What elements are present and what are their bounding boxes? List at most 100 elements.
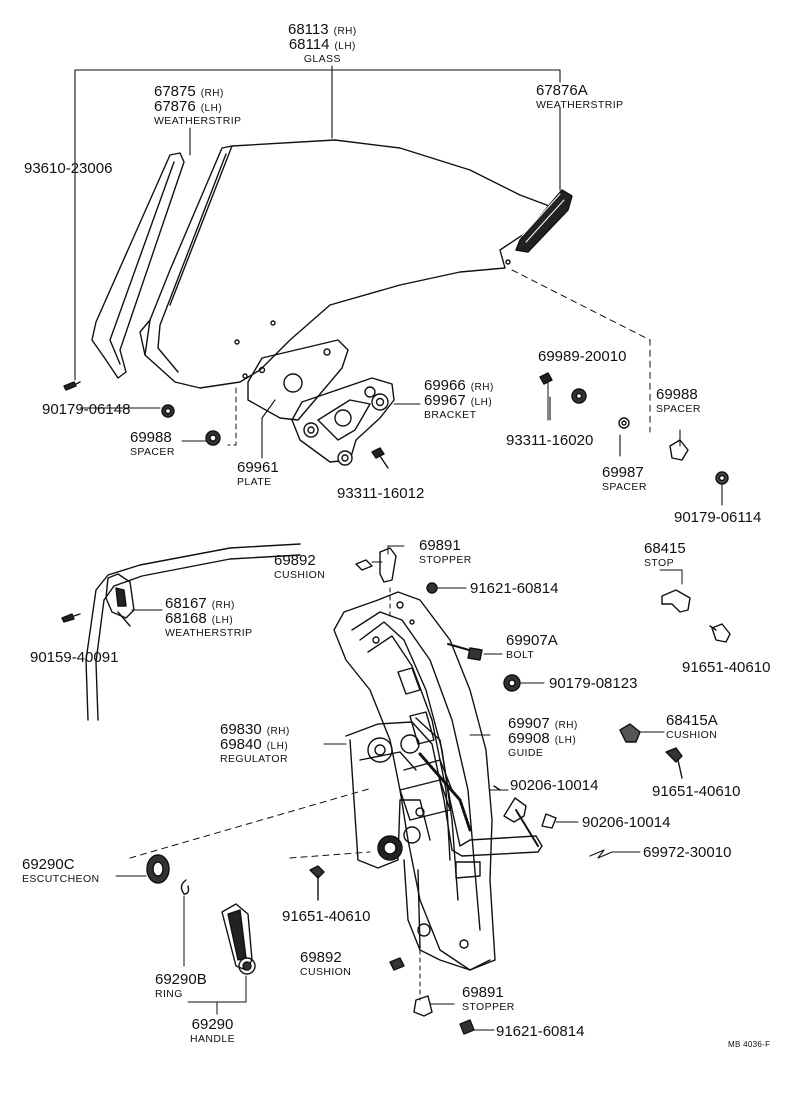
- label-91621-60814-top: 91621-60814: [470, 581, 558, 596]
- bracket: [291, 377, 395, 466]
- part-number-69966: 69966: [424, 377, 466, 394]
- lh-tag: (LH): [266, 741, 289, 752]
- front-weatherstrip: [91, 152, 185, 379]
- part-number-68114: 68114: [288, 36, 330, 53]
- part-number-90159-40091: 90159-40091: [30, 649, 119, 666]
- label-90179-06148: 90179-06148: [42, 402, 130, 417]
- part-number-69840: 69840: [220, 736, 262, 753]
- part-number-69961: 69961: [237, 459, 279, 476]
- part-number-69290b: 69290B: [155, 971, 207, 988]
- label-plate: 69961 PLATE: [237, 460, 279, 488]
- wire-69972: [589, 849, 621, 859]
- leader-lines-top: [74, 65, 723, 506]
- part-name-spacer: SPACER: [130, 446, 175, 458]
- part-number-93610-23006: 93610-23006: [24, 160, 113, 177]
- part-number-69907: 69907: [508, 715, 550, 732]
- escutcheon-ring-handle: [115, 854, 325, 1015]
- part-name-handle: HANDLE: [190, 1033, 235, 1045]
- part-number-68415: 68415: [644, 540, 686, 557]
- part-number-68113: 68113: [288, 21, 329, 38]
- label-69989-20010: 69989-20010: [538, 349, 626, 364]
- label-bolt: 69907A BOLT: [506, 633, 558, 661]
- part-number-90179-06148: 90179-06148: [42, 401, 131, 418]
- label-91621-60814-bottom: 91621-60814: [496, 1024, 584, 1039]
- part-number-69290: 69290: [191, 1016, 234, 1033]
- label-front-weatherstrip: 67875(RH) 67876(LH) WEATHERSTRIP: [154, 84, 241, 127]
- part-name-spacer: SPACER: [602, 481, 647, 493]
- rh-tag: (RH): [470, 382, 494, 393]
- part-number-91621-60814: 91621-60814: [470, 580, 559, 597]
- part-name-plate: PLATE: [237, 476, 272, 488]
- lh-tag: (LH): [554, 735, 577, 746]
- cushion-68415a: [619, 723, 683, 779]
- label-guide: 69907(RH) 69908(LH) GUIDE: [508, 716, 578, 759]
- dashed-guide-spacer: [227, 387, 237, 446]
- part-number-69988: 69988: [130, 429, 172, 446]
- label-rear-weatherstrip: 67876A WEATHERSTRIP: [536, 83, 623, 111]
- part-number-67875: 67875: [154, 83, 196, 100]
- bolt-nut: [447, 643, 545, 692]
- part-name-cushion: CUSHION: [666, 729, 718, 741]
- label-91651-40610-c: 91651-40610: [282, 909, 370, 924]
- part-number-90179-08123: 90179-08123: [549, 675, 638, 692]
- stopper-cushion-top: [355, 545, 467, 594]
- label-cushion-top: 69892 CUSHION: [274, 553, 325, 581]
- label-93311-16012: 93311-16012: [337, 486, 424, 501]
- fasteners-top: [63, 372, 729, 485]
- label-ring: 69290B RING: [155, 972, 207, 1000]
- label-side-weatherstrip: 68167(RH) 68168(LH) WEATHERSTRIP: [165, 596, 252, 639]
- label-90159-40091: 90159-40091: [30, 650, 118, 665]
- lh-tag: (LH): [334, 41, 356, 52]
- dashed-guide-escutcheon: [129, 787, 373, 859]
- part-number-69988: 69988: [656, 386, 698, 403]
- rh-tag: (RH): [211, 600, 235, 611]
- part-number-69908: 69908: [508, 730, 550, 747]
- part-number-69892: 69892: [274, 552, 316, 569]
- door-glass: [139, 139, 561, 389]
- part-number-91651-40610: 91651-40610: [282, 908, 371, 925]
- label-regulator: 69830(RH) 69840(LH) REGULATOR: [220, 722, 290, 765]
- rh-tag: (RH): [554, 720, 578, 731]
- part-number-68415a: 68415A: [666, 712, 718, 729]
- part-name-glass: GLASS: [303, 53, 341, 65]
- lh-tag: (LH): [470, 397, 493, 408]
- part-number-91651-40610: 91651-40610: [682, 659, 771, 676]
- label-cushion-bottom: 69892 CUSHION: [300, 950, 351, 978]
- part-name-stopper: STOPPER: [419, 554, 472, 566]
- part-name-weatherstrip: WEATHERSTRIP: [536, 99, 624, 111]
- label-handle: 69290 HANDLE: [190, 1017, 235, 1045]
- rh-tag: (RH): [333, 26, 357, 37]
- part-number-69989-20010: 69989-20010: [538, 348, 627, 365]
- label-spacer-mid: 69987 SPACER: [602, 465, 647, 493]
- drawing-code-text: MB 4036-F: [728, 1040, 771, 1049]
- part-name-stop: STOP: [644, 557, 674, 569]
- part-number-67876a: 67876A: [536, 82, 588, 99]
- part-name-ring: RING: [155, 988, 183, 1000]
- dashed-guide-bolt: [289, 851, 371, 859]
- part-number-67876: 67876: [154, 98, 196, 115]
- label-stop: 68415 STOP: [644, 541, 686, 569]
- part-number-93311-16012: 93311-16012: [337, 485, 425, 502]
- part-name-weatherstrip: WEATHERSTRIP: [154, 115, 242, 127]
- part-name-escutcheon: ESCUTCHEON: [22, 873, 100, 885]
- label-spacer-right: 69988 SPACER: [656, 387, 701, 415]
- part-number-69987: 69987: [602, 464, 644, 481]
- part-number-90179-06114: 90179-06114: [674, 509, 762, 526]
- part-number-69891: 69891: [462, 984, 504, 1001]
- part-number-69290c: 69290C: [22, 856, 75, 873]
- label-90206-10014-b: 90206-10014: [582, 815, 670, 830]
- part-number-68168: 68168: [165, 610, 207, 627]
- label-69972-30010: 69972-30010: [643, 845, 731, 860]
- part-number-90206-10014: 90206-10014: [582, 814, 671, 831]
- part-name-regulator: REGULATOR: [220, 753, 288, 765]
- label-stopper-bottom: 69891 STOPPER: [462, 985, 515, 1013]
- label-escutcheon: 69290C ESCUTCHEON: [22, 857, 100, 885]
- label-93610: 93610-23006: [24, 161, 112, 176]
- part-name-bolt: BOLT: [506, 649, 535, 661]
- part-number-68167: 68167: [165, 595, 207, 612]
- part-number-69892: 69892: [300, 949, 342, 966]
- stopper-cushion-bottom: [389, 957, 495, 1035]
- part-name-weatherstrip: WEATHERSTRIP: [165, 627, 253, 639]
